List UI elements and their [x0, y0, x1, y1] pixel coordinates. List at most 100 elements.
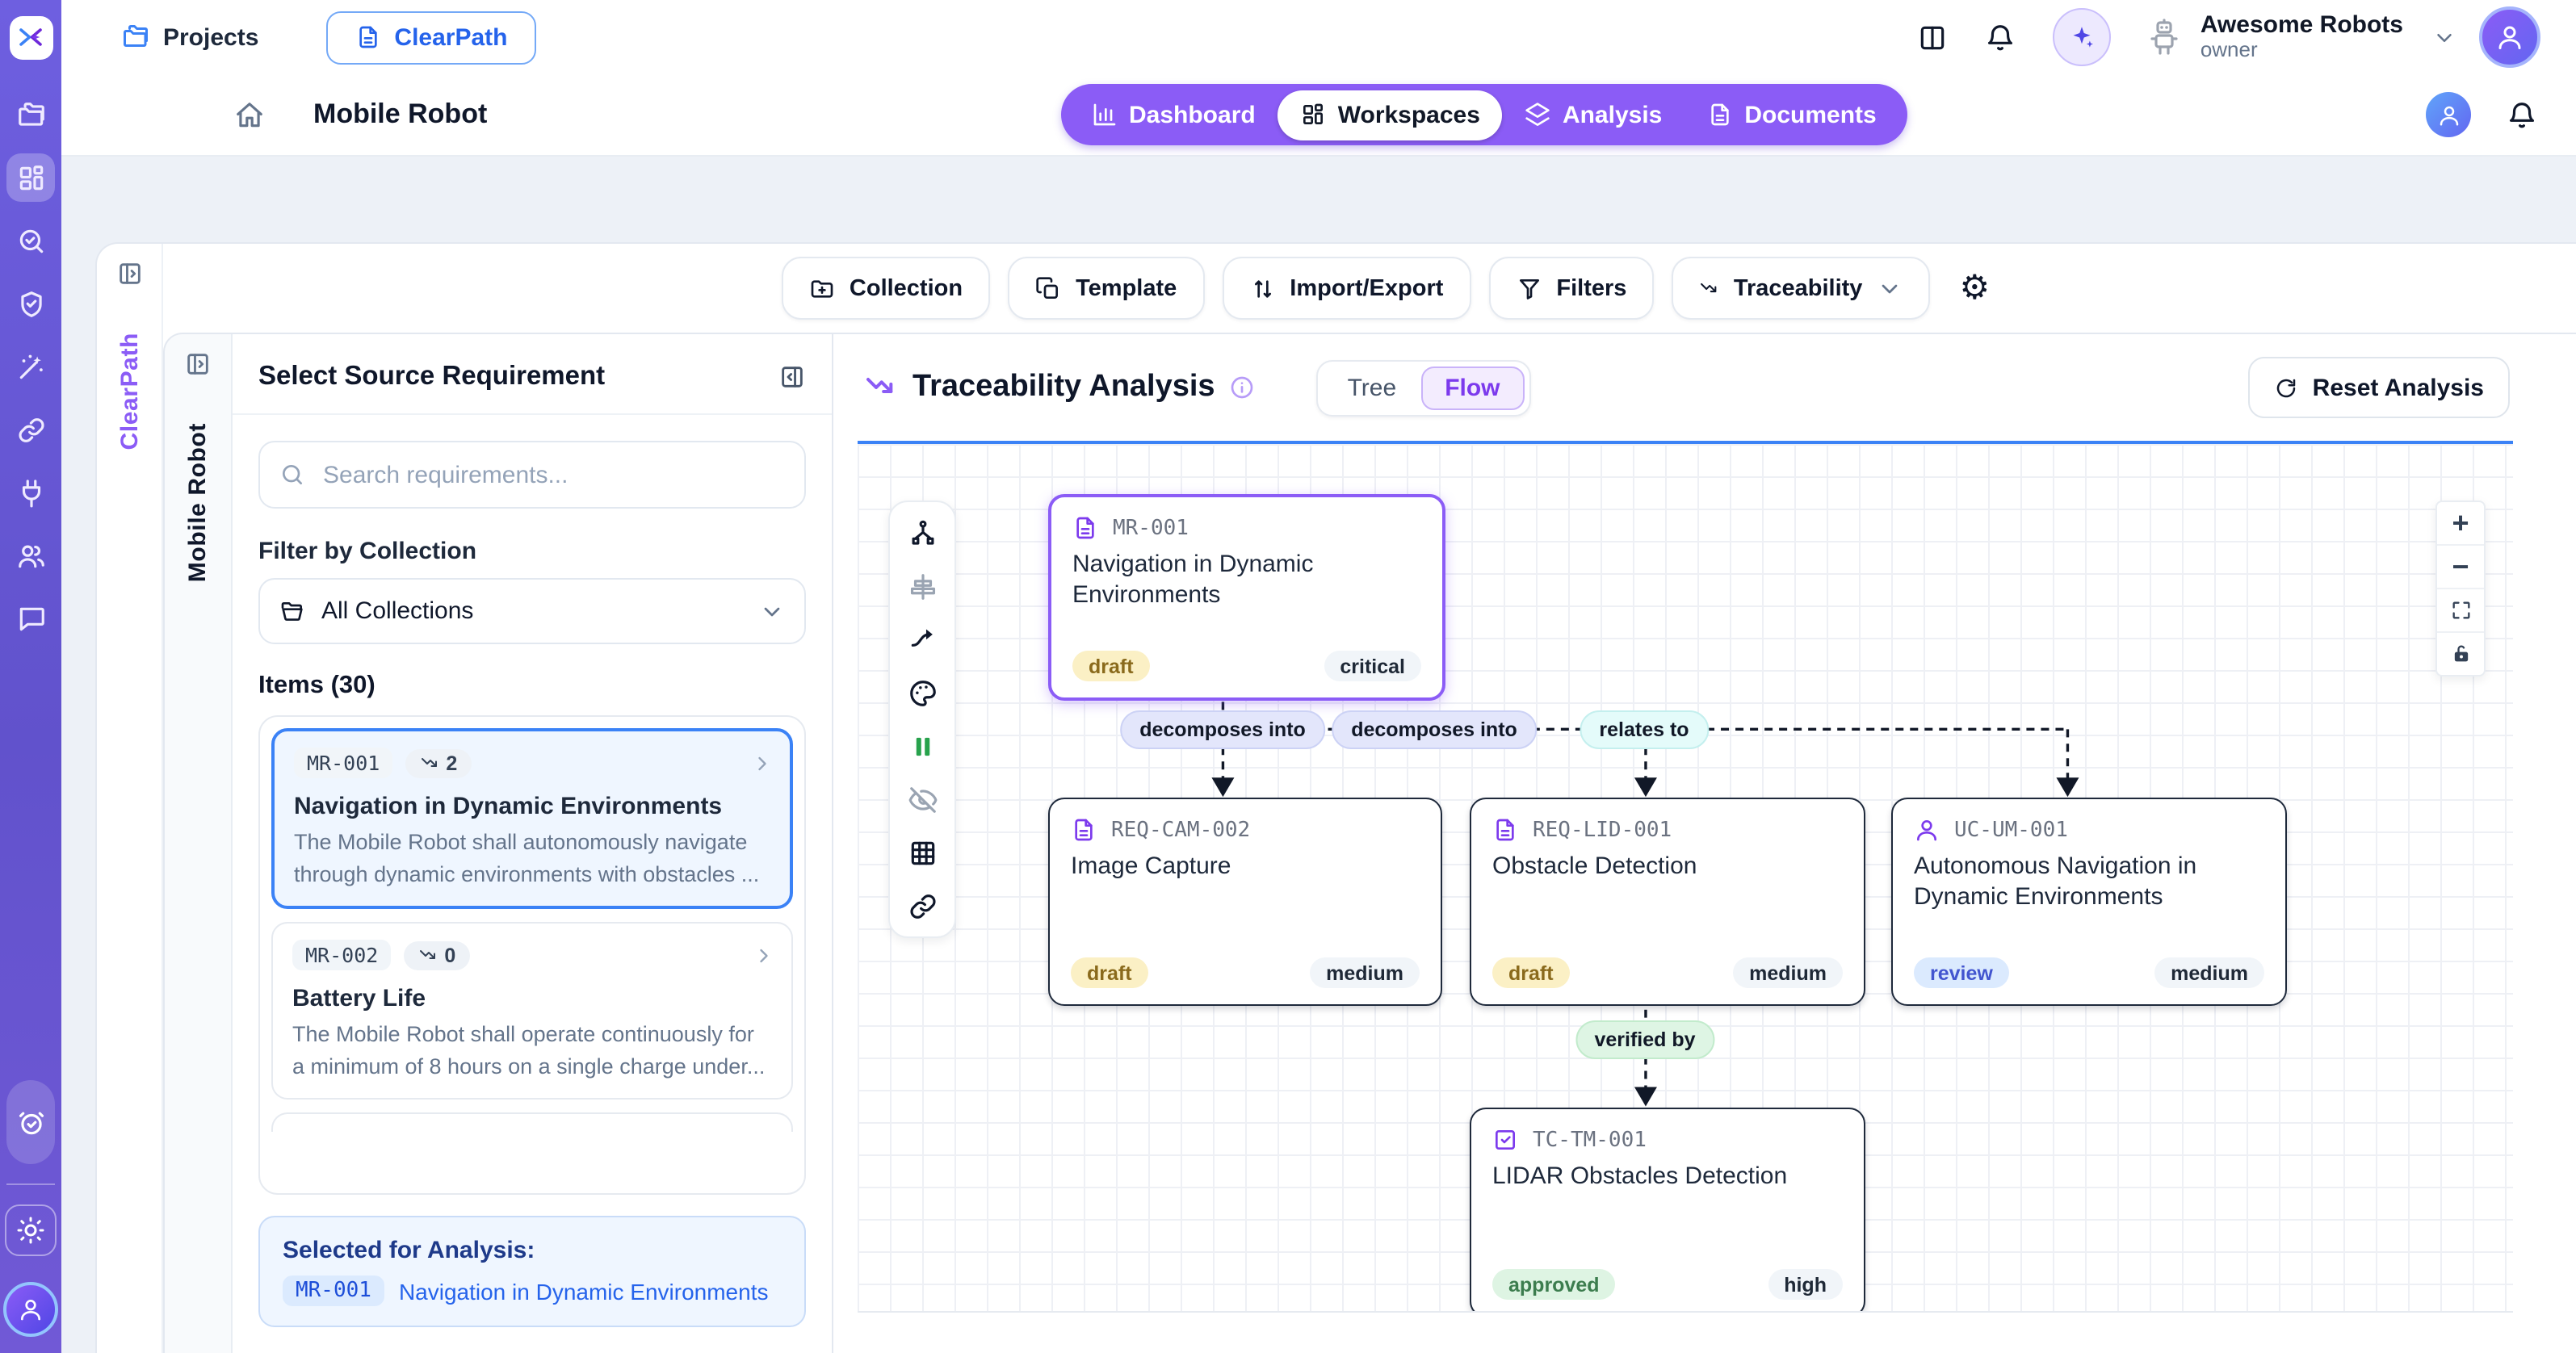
tab-workspaces[interactable]: Workspaces: [1278, 90, 1503, 140]
account-info[interactable]: Awesome Robots owner: [2201, 11, 2403, 63]
panel-columns-icon[interactable]: [1918, 22, 1949, 52]
list-item-partial[interactable]: [271, 1113, 793, 1133]
panel-collapse-icon[interactable]: [778, 363, 806, 391]
ai-assistant-button[interactable]: [2054, 8, 2112, 66]
template-button[interactable]: Template: [1008, 257, 1204, 320]
grid-toggle-icon[interactable]: [906, 836, 938, 869]
account-chevron-down-icon[interactable]: [2432, 25, 2456, 49]
settings-gear-icon[interactable]: ⚙: [1959, 271, 1990, 305]
collapsed-panel-clearpath[interactable]: ClearPath: [97, 244, 163, 1353]
notifications-bell-icon[interactable]: [1986, 22, 2016, 52]
rail-search-review-icon[interactable]: [6, 216, 55, 265]
clearpath-app-button[interactable]: ClearPath: [326, 10, 536, 64]
trend-zigzag-icon: [864, 371, 896, 404]
user-icon: [1914, 817, 1940, 843]
collection-filter-dropdown[interactable]: All Collections: [258, 578, 806, 644]
top-bar: Projects ClearPath Awesome Robots owner: [61, 0, 2576, 76]
projects-nav[interactable]: Projects: [121, 23, 258, 52]
flow-node-req-cam-002[interactable]: REQ-CAM-002 Image Capture draft medium: [1048, 798, 1442, 1006]
priority-badge: critical: [1324, 651, 1421, 681]
layers-icon: [1525, 102, 1551, 128]
home-icon[interactable]: [234, 99, 265, 130]
list-item-mr-002[interactable]: MR-002 0 Battery Life The Mobile Robot s…: [271, 922, 793, 1100]
curved-edge-icon[interactable]: [906, 623, 938, 656]
fit-view-button[interactable]: [2437, 589, 2484, 633]
info-icon[interactable]: [1230, 375, 1256, 400]
search-input[interactable]: [320, 459, 785, 490]
template-label: Template: [1076, 275, 1177, 301]
flow-node-req-lid-001[interactable]: REQ-LID-001 Obstacle Detection draft med…: [1470, 798, 1865, 1006]
trace-count-badge: 0: [404, 940, 470, 970]
filters-button[interactable]: Filters: [1488, 257, 1654, 320]
trend-zigzag-icon: [418, 945, 438, 965]
rail-shield-check-icon[interactable]: [6, 279, 55, 328]
rail-plug-icon[interactable]: [6, 468, 55, 517]
tab-documents[interactable]: Documents: [1684, 90, 1898, 140]
chevron-right-icon[interactable]: [751, 752, 774, 775]
traceability-dropdown[interactable]: Traceability: [1672, 257, 1930, 320]
project-header: Mobile Robot Dashboard Workspaces Analys…: [61, 74, 2576, 157]
folders-icon: [121, 23, 150, 52]
rail-activity-alarm-check-icon[interactable]: [6, 1080, 55, 1164]
zoom-in-button[interactable]: +: [2437, 502, 2484, 546]
rail-users-icon[interactable]: [6, 531, 55, 580]
edge-label-relates-to[interactable]: relates to: [1580, 710, 1708, 749]
flow-node-tc-tm-001[interactable]: TC-TM-001 LIDAR Obstacles Detection appr…: [1470, 1108, 1865, 1313]
status-badge: review: [1914, 957, 2009, 988]
palette-icon[interactable]: [906, 676, 938, 709]
rail-link-icon[interactable]: [6, 405, 55, 454]
reset-analysis-label: Reset Analysis: [2313, 374, 2484, 401]
chevron-right-icon[interactable]: [753, 945, 775, 967]
selected-title: Navigation in Dynamic Environments: [399, 1278, 769, 1304]
toggle-tree[interactable]: Tree: [1324, 366, 1421, 409]
align-horizontal-icon[interactable]: [906, 570, 938, 602]
selected-for-analysis-label: Selected for Analysis:: [283, 1237, 782, 1264]
rail-workspaces-grid-icon[interactable]: [6, 153, 55, 202]
panel-expand-icon[interactable]: [115, 260, 143, 287]
flow-canvas[interactable]: decomposes into decomposes into relates …: [858, 444, 2513, 1313]
list-item-mr-001[interactable]: MR-001 2 Navigation in Dynamic Environme…: [271, 728, 793, 909]
auto-layout-tree-icon[interactable]: [906, 517, 938, 549]
tab-label: Documents: [1744, 101, 1876, 128]
edge-label-decomposes-into[interactable]: decomposes into: [1120, 710, 1325, 749]
flow-node-mr-001[interactable]: MR-001 Navigation in Dynamic Environment…: [1048, 494, 1445, 701]
flow-node-uc-um-001[interactable]: UC-UM-001 Autonomous Navigation in Dynam…: [1891, 798, 2287, 1006]
project-title: Mobile Robot: [313, 98, 487, 131]
notifications-bell-icon[interactable]: [2507, 99, 2537, 130]
requirement-description: The Mobile Robot shall autonomously navi…: [294, 827, 770, 890]
requirement-id-badge: MR-002: [292, 940, 391, 970]
priority-badge: high: [1768, 1269, 1843, 1300]
collection-button[interactable]: Collection: [782, 257, 990, 320]
link-edges-icon[interactable]: [906, 890, 938, 922]
rail-chat-bubble-icon[interactable]: [6, 594, 55, 643]
analysis-header: Traceability Analysis Tree Flow Reset An…: [858, 334, 2513, 444]
eye-off-icon[interactable]: [906, 783, 938, 815]
toggle-flow[interactable]: Flow: [1420, 366, 1524, 409]
panel-title: Select Source Requirement: [258, 362, 605, 392]
lock-viewport-button[interactable]: [2437, 633, 2484, 675]
rail-wand-sparkles-icon[interactable]: [6, 342, 55, 391]
panel-expand-icon[interactable]: [184, 350, 212, 378]
tab-dashboard[interactable]: Dashboard: [1069, 90, 1278, 140]
zoom-out-button[interactable]: −: [2437, 546, 2484, 589]
edge-label-verified-by[interactable]: verified by: [1575, 1020, 1714, 1059]
edge-label-decomposes-into[interactable]: decomposes into: [1332, 710, 1537, 749]
app-logo[interactable]: [0, 0, 61, 74]
requirements-list[interactable]: MR-001 2 Navigation in Dynamic Environme…: [258, 715, 806, 1195]
node-title: Image Capture: [1071, 851, 1420, 882]
rail-projects-folders-icon[interactable]: [6, 90, 55, 139]
project-tab-bar: Dashboard Workspaces Analysis Documents: [1061, 84, 1907, 145]
projects-label: Projects: [163, 23, 258, 51]
status-badge: draft: [1072, 651, 1150, 681]
rail-theme-sun-icon[interactable]: [5, 1204, 57, 1256]
rail-user-avatar[interactable]: [3, 1282, 58, 1337]
member-avatar[interactable]: [2426, 92, 2471, 137]
pause-animation-icon[interactable]: [906, 730, 938, 762]
reset-analysis-button[interactable]: Reset Analysis: [2248, 357, 2510, 418]
import-export-button[interactable]: Import/Export: [1222, 257, 1471, 320]
grid-icon: [1301, 102, 1327, 128]
user-avatar[interactable]: [2479, 6, 2540, 68]
collapsed-panel-mobile-robot[interactable]: Mobile Robot: [165, 334, 233, 1353]
tab-analysis[interactable]: Analysis: [1503, 90, 1684, 140]
node-title: Obstacle Detection: [1492, 851, 1843, 882]
